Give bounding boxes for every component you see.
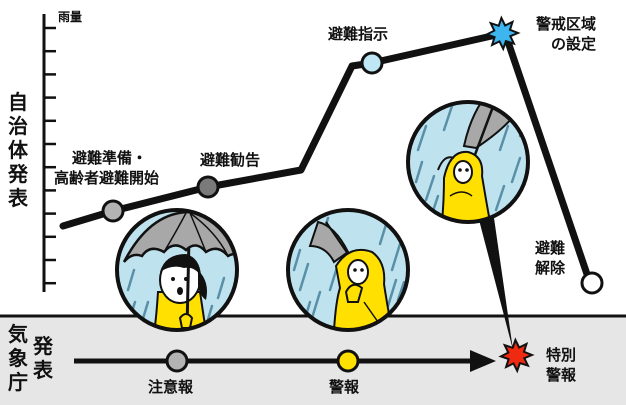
illustration-storm bbox=[406, 100, 530, 224]
marker-advisory bbox=[165, 349, 189, 373]
marker-evacuation-lifted bbox=[580, 271, 604, 295]
jma-arrow bbox=[74, 350, 496, 372]
label-evacuation-lifted: 避難 解除 bbox=[535, 239, 566, 277]
marker-evacuation-order bbox=[360, 51, 384, 75]
rain-axis bbox=[42, 14, 56, 292]
rain-axis-label: 雨量 bbox=[58, 10, 83, 24]
label-evacuation-preparation: 避難準備・ 高齢者避難開始 bbox=[54, 149, 160, 187]
label-evacuation-order: 避難指示 bbox=[328, 25, 389, 43]
label-advisory: 注意報 bbox=[148, 378, 194, 396]
rain-axis-ticks bbox=[44, 26, 56, 285]
jma-side-label-col2: 発表 bbox=[33, 334, 53, 382]
municipality-side-label: 自治体発表 bbox=[8, 90, 28, 210]
label-warning: 警報 bbox=[329, 378, 360, 396]
label-special-warning: 特別 警報 bbox=[546, 346, 577, 384]
marker-evacuation-preparation bbox=[101, 199, 125, 223]
label-evacuation-advisory: 避難勧告 bbox=[200, 151, 261, 169]
marker-evacuation-advisory bbox=[196, 175, 220, 199]
burst-icon bbox=[484, 15, 521, 52]
illustration-heavy-rain bbox=[286, 208, 410, 332]
marker-warning bbox=[336, 349, 360, 373]
callout-pointer bbox=[478, 216, 513, 350]
burst-icon bbox=[498, 337, 535, 374]
jma-side-label-col1: 気象庁 bbox=[8, 322, 28, 394]
illustration-light-rain bbox=[115, 208, 239, 332]
label-alert-zone: 警戒区域 の設定 bbox=[536, 15, 597, 53]
municipality-line bbox=[59, 29, 594, 287]
